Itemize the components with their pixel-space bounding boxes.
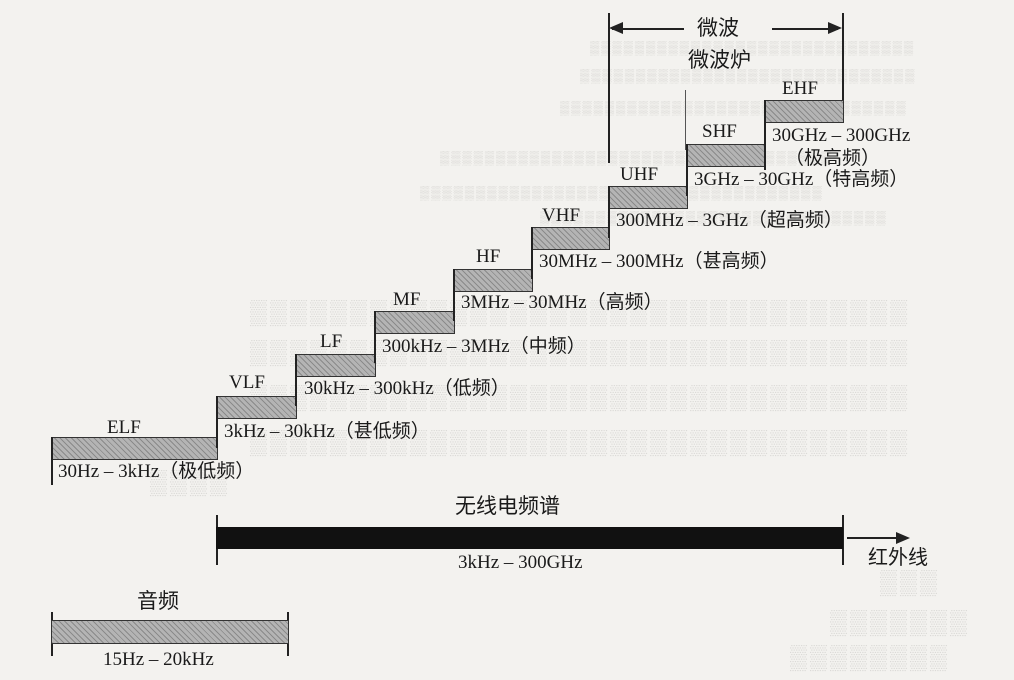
audio-range: 15Hz – 20kHz [103,649,214,670]
band-name: LF [320,331,343,352]
band-name: MF [393,289,421,310]
microwave-oven-label: 微波炉 [688,48,751,72]
band-range: 3GHz – 30GHz（特高频） [694,169,909,190]
audio-bar [51,620,289,644]
radio-spectrum-bar [216,527,843,549]
band-range-note: （极高频） [785,148,881,169]
band-name: VLF [229,372,265,393]
audio-title: 音频 [137,589,179,613]
band-name: ELF [107,417,141,438]
band-bar [764,100,844,123]
band-bar [531,227,610,250]
band-range: 300MHz – 3GHz（超高频） [616,210,843,231]
microwave-arrow-left-icon [609,22,623,34]
band-range: 30GHz – 300GHz [772,125,911,146]
band-range: 30MHz – 300MHz（甚高频） [539,251,779,272]
band-bar [51,437,218,460]
band-bar [295,354,376,377]
radio-spectrum-title: 无线电频谱 [455,494,560,518]
radio-spectrum-range: 3kHz – 300GHz [458,552,583,573]
band-bar [608,186,688,209]
band-bar [374,311,455,334]
band-bar [216,396,297,419]
band-name: SHF [702,121,737,142]
band-bar [686,144,766,167]
microwave-arrow-right-icon [828,22,842,34]
band-name: HF [476,246,501,267]
band-range: 3MHz – 30MHz（高频） [461,292,663,313]
infrared-arrow-icon [896,532,910,544]
band-bar [453,269,533,292]
band-name: UHF [620,164,659,185]
infrared-label: 红外线 [868,547,928,569]
band-range: 30Hz – 3kHz（极低频） [58,461,255,482]
band-range: 3kHz – 30kHz（甚低频） [224,421,430,442]
band-range: 300kHz – 3MHz（中频） [382,336,586,357]
band-name: EHF [782,78,818,99]
band-range: 30kHz – 300kHz（低频） [304,378,510,399]
band-name: VHF [542,205,581,226]
microwave-label: 微波 [697,16,739,40]
